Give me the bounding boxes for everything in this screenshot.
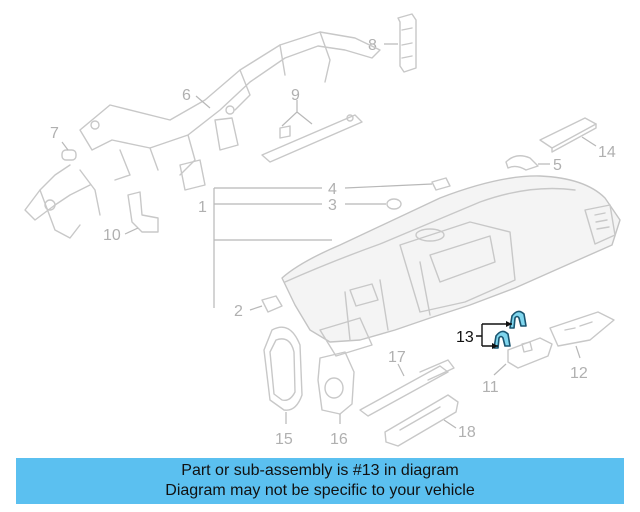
leader-7 [61, 141, 69, 151]
leader-10 [124, 227, 139, 235]
callout-16[interactable]: 16 [330, 431, 348, 448]
parts-diagram: 8 6 7 9 10 14 5 [24, 13, 621, 448]
callout-3[interactable]: 3 [328, 197, 337, 214]
callout-7[interactable]: 7 [50, 125, 59, 142]
part-4-clip[interactable] [431, 177, 451, 191]
leader-6 [195, 95, 211, 109]
part-11-bracket[interactable] [507, 337, 553, 369]
banner-line-2: Diagram may not be specific to your vehi… [165, 482, 475, 499]
leader-13-arrow-upper [506, 321, 512, 327]
part-3-fastener[interactable] [386, 198, 402, 210]
part-6-cross-member[interactable] [24, 31, 381, 239]
part-15-end-cap[interactable] [263, 326, 303, 411]
leader-9 [281, 100, 313, 127]
part-12-panel[interactable] [549, 311, 615, 347]
part-10-bracket[interactable] [127, 191, 159, 233]
callout-13[interactable]: 13 [456, 329, 474, 346]
callout-10[interactable]: 10 [103, 227, 121, 244]
callout-6[interactable]: 6 [182, 87, 191, 104]
callout-1[interactable]: 1 [198, 199, 207, 216]
leader-1 [213, 187, 332, 308]
part-1-instrument-panel[interactable] [281, 175, 621, 357]
callout-2[interactable]: 2 [234, 303, 243, 320]
part-9-rail[interactable] [261, 114, 363, 163]
leader-4 [344, 183, 433, 189]
callout-12[interactable]: 12 [570, 365, 588, 382]
part-5-clip[interactable] [505, 155, 539, 171]
leader-13 [476, 323, 512, 347]
part-18-lower-cover[interactable] [384, 394, 459, 447]
callout-4[interactable]: 4 [328, 181, 337, 198]
leader-11 [493, 363, 507, 376]
callout-5[interactable]: 5 [553, 157, 562, 174]
callout-15[interactable]: 15 [275, 431, 293, 448]
part-8-bracket[interactable] [397, 13, 417, 73]
leader-14 [581, 136, 597, 147]
callout-11[interactable]: 11 [482, 379, 499, 396]
callout-14[interactable]: 14 [598, 144, 616, 161]
leader-18 [443, 419, 457, 429]
part-2-clip[interactable] [261, 295, 283, 313]
callout-8[interactable]: 8 [368, 37, 377, 54]
part-13-clips[interactable] [493, 310, 527, 349]
part-14-duct[interactable] [539, 117, 597, 153]
leader-2 [249, 305, 263, 311]
leader-13-arrow-lower [492, 343, 498, 349]
banner-line-1: Part or sub-assembly is #13 in diagram [181, 462, 459, 479]
callout-18[interactable]: 18 [458, 424, 476, 441]
leader-17 [397, 363, 405, 377]
part-17-lower-bar[interactable] [359, 359, 455, 417]
leader-12 [575, 345, 581, 359]
callout-9[interactable]: 9 [291, 87, 300, 104]
part-16-side-panel[interactable] [317, 351, 355, 415]
info-banner: Part or sub-assembly is #13 in diagram D… [16, 458, 624, 504]
part-7-pin[interactable] [61, 149, 77, 161]
callout-17[interactable]: 17 [388, 349, 406, 366]
